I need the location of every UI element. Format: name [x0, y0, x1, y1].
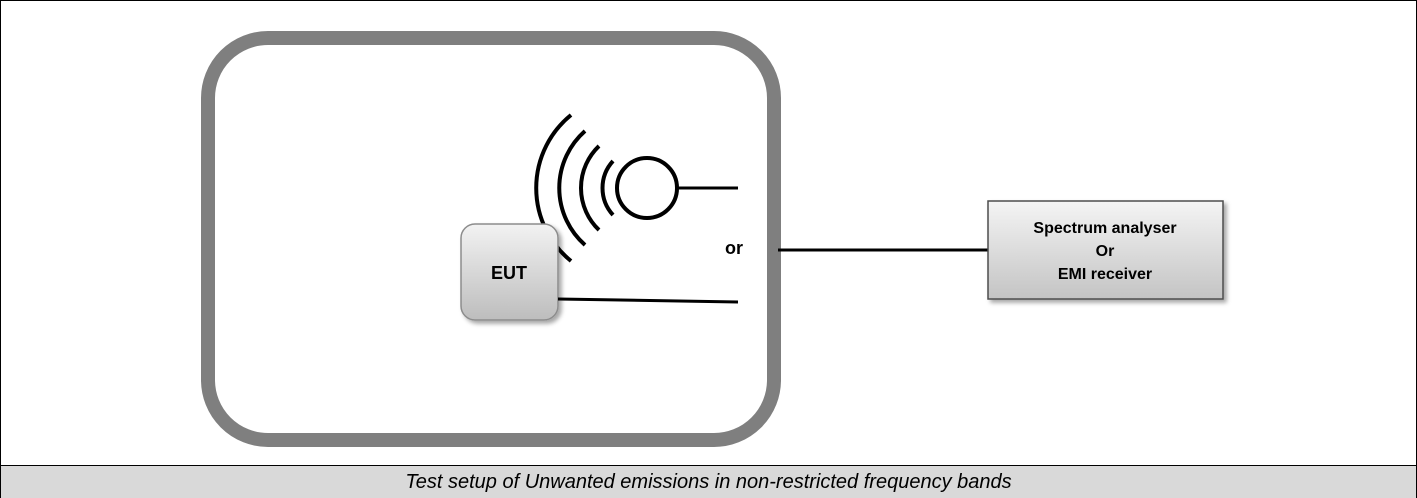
test-setup-diagram: EUT or Spectrum analyser Or EMI receiver — [1, 1, 1416, 465]
antenna-icon — [534, 113, 679, 263]
eut-label: EUT — [491, 263, 527, 283]
diagram-canvas: EUT or Spectrum analyser Or EMI receiver — [201, 31, 1224, 447]
figure-caption: Test setup of Unwanted emissions in non-… — [405, 470, 1012, 493]
analyser-label-line-3: EMI receiver — [1058, 266, 1152, 283]
analyser-label-line-1: Spectrum analyser — [1033, 220, 1176, 237]
caption-bar: Test setup of Unwanted emissions in non-… — [1, 465, 1416, 498]
spectrum-analyser-box — [987, 200, 1224, 300]
eut-box — [460, 223, 559, 321]
analyser-label-line-2: Or — [1096, 243, 1115, 260]
or-label: or — [725, 238, 743, 258]
conducted-cable — [557, 297, 739, 304]
